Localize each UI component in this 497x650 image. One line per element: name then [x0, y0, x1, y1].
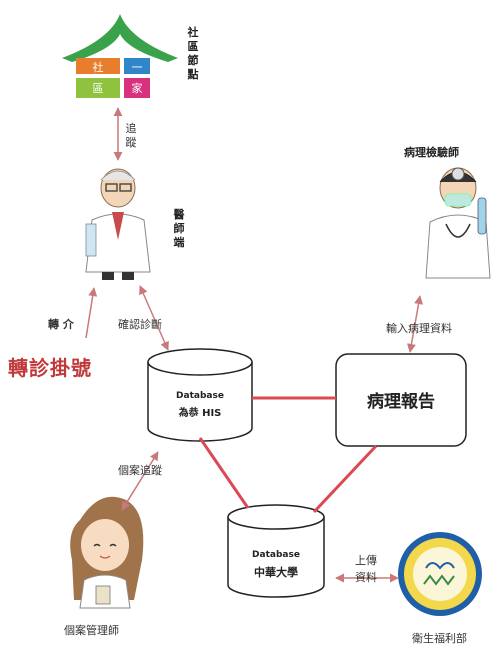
case-tracking-arrow: [121, 451, 159, 511]
database-cmu-cylinder: [227, 504, 325, 598]
community-logo-icon: 社 一 區 家: [62, 14, 178, 98]
health-ministry-seal-icon: [398, 532, 482, 616]
health-ministry-label: 衛生福利部: [412, 632, 467, 645]
cmu-db-title: Database: [252, 550, 300, 560]
confirm-arrow: [139, 285, 169, 351]
database-his-cylinder: [147, 348, 253, 442]
input-pathology-label: 輸入病理資料: [386, 322, 452, 335]
referral-registration-banner: 轉診掛號: [8, 356, 92, 380]
pathology-report-label: 病理報告: [367, 391, 435, 412]
referral-arrow: [85, 287, 98, 339]
pathologist-icon: [425, 167, 491, 279]
case-manager-label: 個案管理師: [64, 624, 119, 637]
doctor-icon: [85, 168, 151, 280]
upload-label: 上傳資料: [355, 554, 377, 584]
community-node-label: 社區節點: [187, 26, 199, 81]
pathologist-label: 病理檢驗師: [404, 146, 459, 159]
track-label: 追蹤: [125, 122, 137, 149]
input-pathology-arrow: [406, 295, 424, 353]
doctor-label: 醫師端: [173, 208, 185, 249]
case-tracking-label: 個案追蹤: [118, 464, 162, 477]
logo-char-4: 家: [132, 81, 143, 95]
logo-char-1: 社: [93, 60, 104, 74]
report-cmu-connector: [312, 444, 378, 514]
his-db-title: Database: [176, 391, 224, 401]
logo-char-2: 一: [132, 61, 143, 74]
logo-char-3: 區: [93, 82, 104, 95]
his-db-subtitle: 為恭 HIS: [178, 406, 222, 419]
cmu-db-subtitle: 中華大學: [254, 565, 298, 579]
pathology-report-box: [335, 353, 467, 447]
confirm-diagnosis-label: 確認診斷: [118, 318, 162, 331]
case-manager-icon: [70, 496, 144, 609]
referral-label: 轉 介: [48, 318, 74, 331]
his-cmu-connector: [198, 437, 250, 509]
